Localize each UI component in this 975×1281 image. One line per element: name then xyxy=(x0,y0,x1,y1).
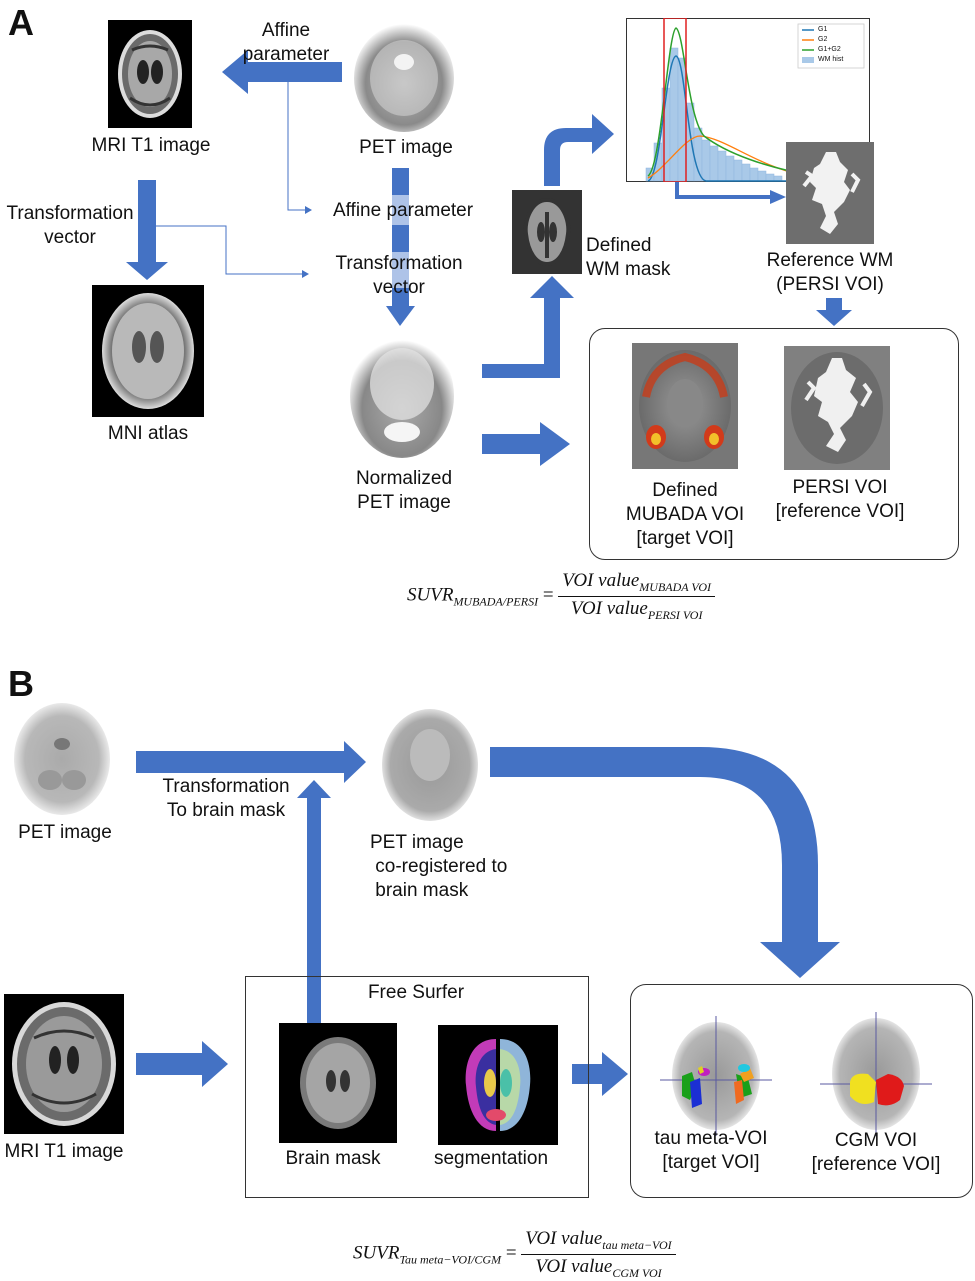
mri-label-b: MRI T1 image xyxy=(4,1141,124,1162)
voi-box-b xyxy=(630,984,973,1198)
affine-label-top: Affine parameter xyxy=(242,20,330,65)
panel-b-arrows xyxy=(136,741,840,1096)
pet-image-a xyxy=(350,22,458,134)
pet-label-b: PET image xyxy=(18,822,112,843)
segmentation-image xyxy=(438,1025,558,1145)
reference-wm-image xyxy=(786,142,874,244)
normalized-pet-image xyxy=(346,332,458,460)
arrow-mri-to-mni xyxy=(126,180,168,280)
brain-mask-label: Brain mask xyxy=(285,1148,381,1169)
transformation-label-b: Transformation To brain mask xyxy=(162,776,290,821)
voi-box-a xyxy=(589,328,959,560)
mni-label: MNI atlas xyxy=(107,423,189,444)
formula-b: SUVRTau meta−VOI/CGM = VOI valuetau meta… xyxy=(353,1228,676,1281)
coreg-pet-image xyxy=(378,705,482,825)
mri-t1-image-a xyxy=(108,20,192,128)
freesurfer-label: Free Surfer xyxy=(367,982,465,1003)
arrow-pet-to-normalized xyxy=(386,306,415,326)
reference-wm-label: Reference WM (PERSI VOI) xyxy=(766,250,894,295)
mubada-label: Defined MUBADA VOI [target VOI] xyxy=(625,480,745,549)
arrow-normalized-to-box xyxy=(482,422,570,466)
legend-wm-hist: WM hist xyxy=(818,56,844,63)
persi-voi-image xyxy=(784,346,890,470)
freesurfer-box xyxy=(245,976,589,1198)
panel-a-letter: A xyxy=(8,2,34,43)
wm-mask-image xyxy=(512,190,582,274)
mri-t1-image-b xyxy=(4,994,124,1134)
tau-meta-voi-image xyxy=(660,1016,772,1136)
coreg-label: PET image co-registered to brain mask xyxy=(370,832,508,901)
arrow-coreg-to-voi xyxy=(490,747,840,978)
legend-g1g2: G1+G2 xyxy=(818,46,841,53)
transformation-label-mid: Transformation vector xyxy=(335,253,463,298)
legend-g2: G2 xyxy=(818,36,828,43)
tau-meta-voi-label: tau meta-VOI [target VOI] xyxy=(654,1128,768,1173)
affine-connector xyxy=(287,82,305,211)
cgm-voi-label: CGM VOI [reference VOI] xyxy=(811,1130,941,1175)
panel-b-letter: B xyxy=(8,663,34,704)
arrow-ref-to-box xyxy=(816,298,852,326)
pet-image-b xyxy=(10,700,114,818)
arrow-pet-to-mri xyxy=(222,50,342,94)
transformation-label-left: Transformation vector xyxy=(6,203,134,248)
panel-a-arrows xyxy=(126,50,852,466)
cgm-voi-image xyxy=(820,1012,932,1136)
mni-atlas-image xyxy=(92,285,204,417)
arrow-mri-to-freesurfer xyxy=(136,1041,228,1087)
legend-g1: G1 xyxy=(818,26,828,33)
arrow-normalized-to-wm xyxy=(482,276,574,378)
arrow-freesurfer-to-voi xyxy=(572,1052,628,1096)
arrow-brainmask-up xyxy=(297,780,331,1024)
persi-label: PERSI VOI [reference VOI] xyxy=(775,477,905,522)
arrow-pet-to-coreg xyxy=(136,741,366,783)
transform-connector xyxy=(156,225,302,275)
wm-mask-label: Defined WM mask xyxy=(586,235,671,280)
brain-mask-image xyxy=(279,1023,397,1143)
arrow-wm-to-histogram xyxy=(544,114,614,186)
segmentation-label: segmentation xyxy=(433,1148,549,1169)
formula-a: SUVRMUBADA/PERSI = VOI valueMUBADA VOI V… xyxy=(407,570,716,623)
normalized-pet-label: Normalized PET image xyxy=(355,468,453,513)
mri-label-a: MRI T1 image xyxy=(91,135,211,156)
affine-label-mid: Affine parameter xyxy=(332,200,474,221)
pet-label-a: PET image xyxy=(359,137,453,158)
mubada-voi-image xyxy=(632,343,738,469)
